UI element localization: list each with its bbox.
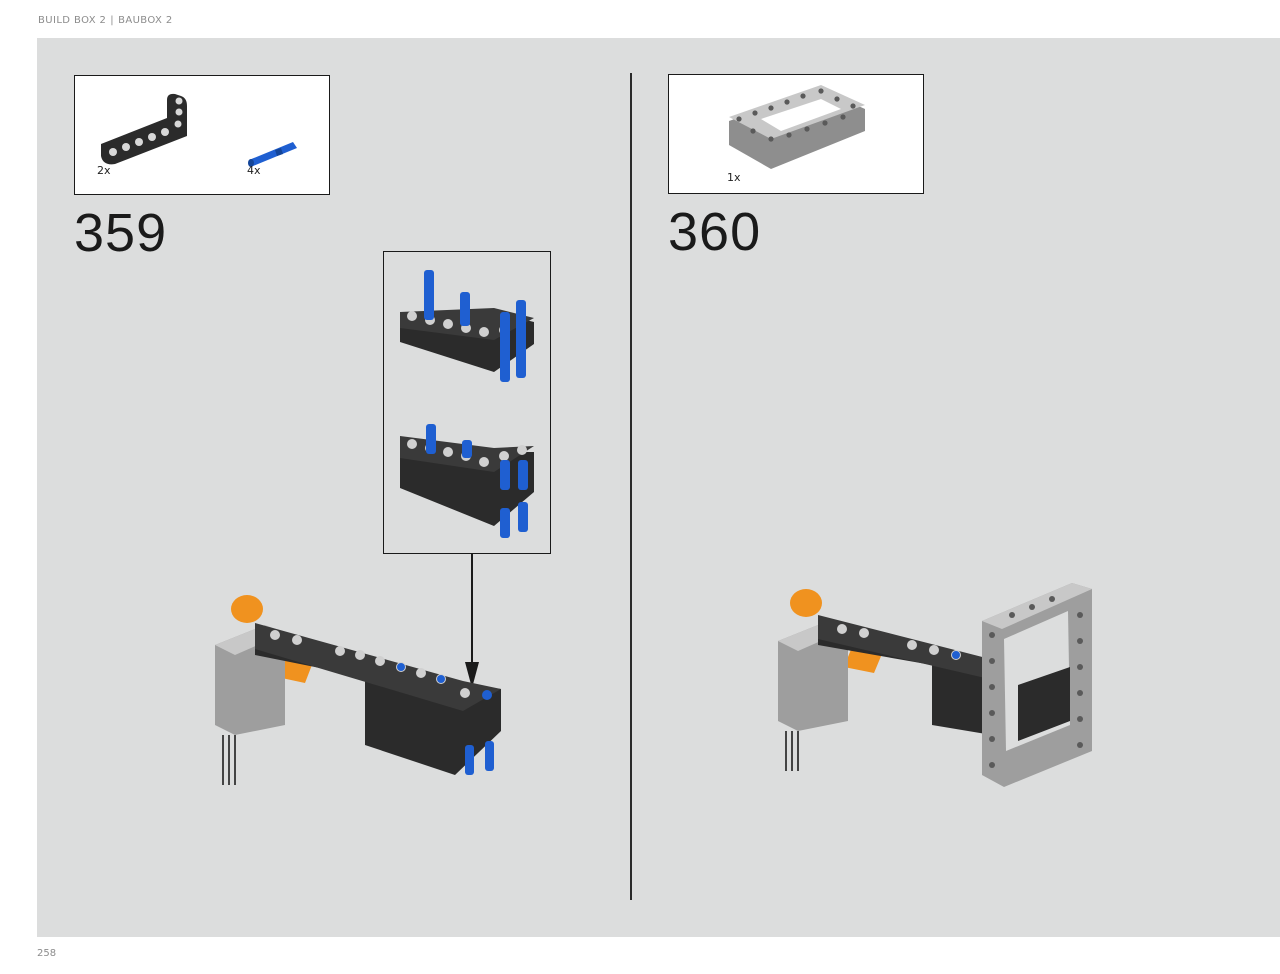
qty-label: 2x xyxy=(97,164,111,177)
sub-assembly-top-illustration xyxy=(400,270,534,382)
header-separator: | xyxy=(110,15,115,26)
qty-label: 1x xyxy=(727,171,741,184)
l-beam-part-icon xyxy=(101,93,187,165)
axle-pin-part-icon xyxy=(248,142,297,167)
step-divider xyxy=(630,73,632,900)
parts-list-359: 2x 4x xyxy=(74,75,330,195)
sub-assembly-bottom-illustration xyxy=(400,424,534,538)
step-number: 359 xyxy=(74,203,168,263)
header-right: BAUBOX 2 xyxy=(118,15,173,26)
step-number: 360 xyxy=(668,202,762,262)
qty-label: 4x xyxy=(247,164,261,177)
step-359-assembly-illustration xyxy=(215,595,501,785)
sub-assembly-callout xyxy=(383,251,551,554)
step-360-assembly-illustration xyxy=(778,583,1092,787)
callout-arrow xyxy=(465,554,479,688)
header-breadcrumb: BUILD BOX 2|BAUBOX 2 xyxy=(38,15,173,26)
parts-list-360: 1x xyxy=(668,74,924,194)
open-frame-part-icon xyxy=(729,85,865,169)
page-number: 258 xyxy=(37,948,57,959)
header-left: BUILD BOX 2 xyxy=(38,15,107,26)
